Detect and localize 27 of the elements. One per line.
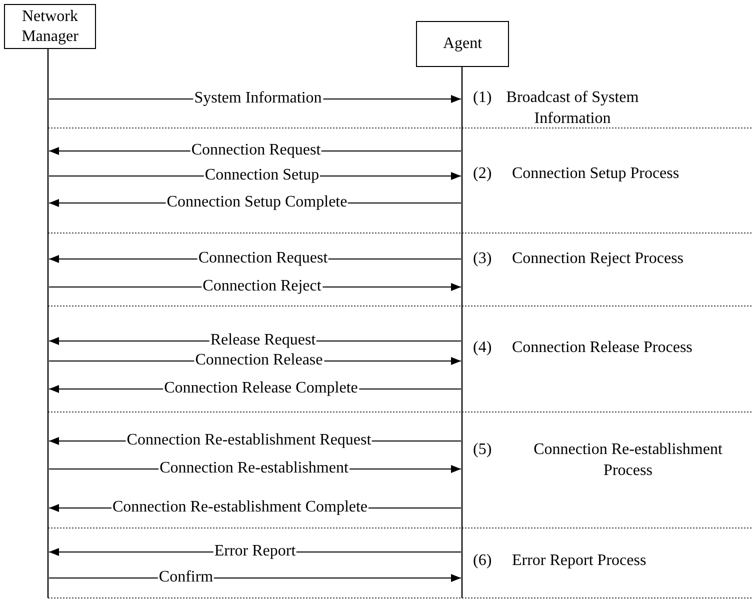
edge-label: Connection Reject [202,277,322,295]
phase-label: Connection Release Process [512,338,694,358]
step-number: (4) [473,338,493,358]
edge-label: Connection Setup Complete [166,193,348,211]
lifeline [47,49,49,598]
edge-label: Connection Setup [204,166,320,184]
phase-label: Connection Setup Process [512,164,680,184]
step-number: (1) [473,88,493,108]
phase-label: Connection Reject Process [512,249,685,269]
edge-label: Release Request [209,331,317,349]
phase-label: Broadcast of System Information [505,88,640,129]
lifeline [461,67,463,598]
participant-box: Agent [416,21,509,67]
phase-label: Error Report Process [512,551,648,571]
edge-label: Error Report [213,542,297,560]
edge-label: System Information [193,89,323,107]
step-number: (2) [473,164,493,184]
step-number: (5) [473,440,493,460]
edge-label: Connection Re-establishment Complete [111,498,369,516]
phase-label: Connection Re-establishment Process [532,440,724,481]
edge-label: Connection Request [190,141,322,159]
step-number: (6) [473,551,493,571]
edge-label: Connection Release Complete [163,379,359,397]
edge-label: Connection Re-establishment Request [126,431,372,449]
participant-box: Network Manager [4,4,96,49]
step-number: (3) [473,249,493,269]
edge-label: Connection Request [197,249,329,267]
